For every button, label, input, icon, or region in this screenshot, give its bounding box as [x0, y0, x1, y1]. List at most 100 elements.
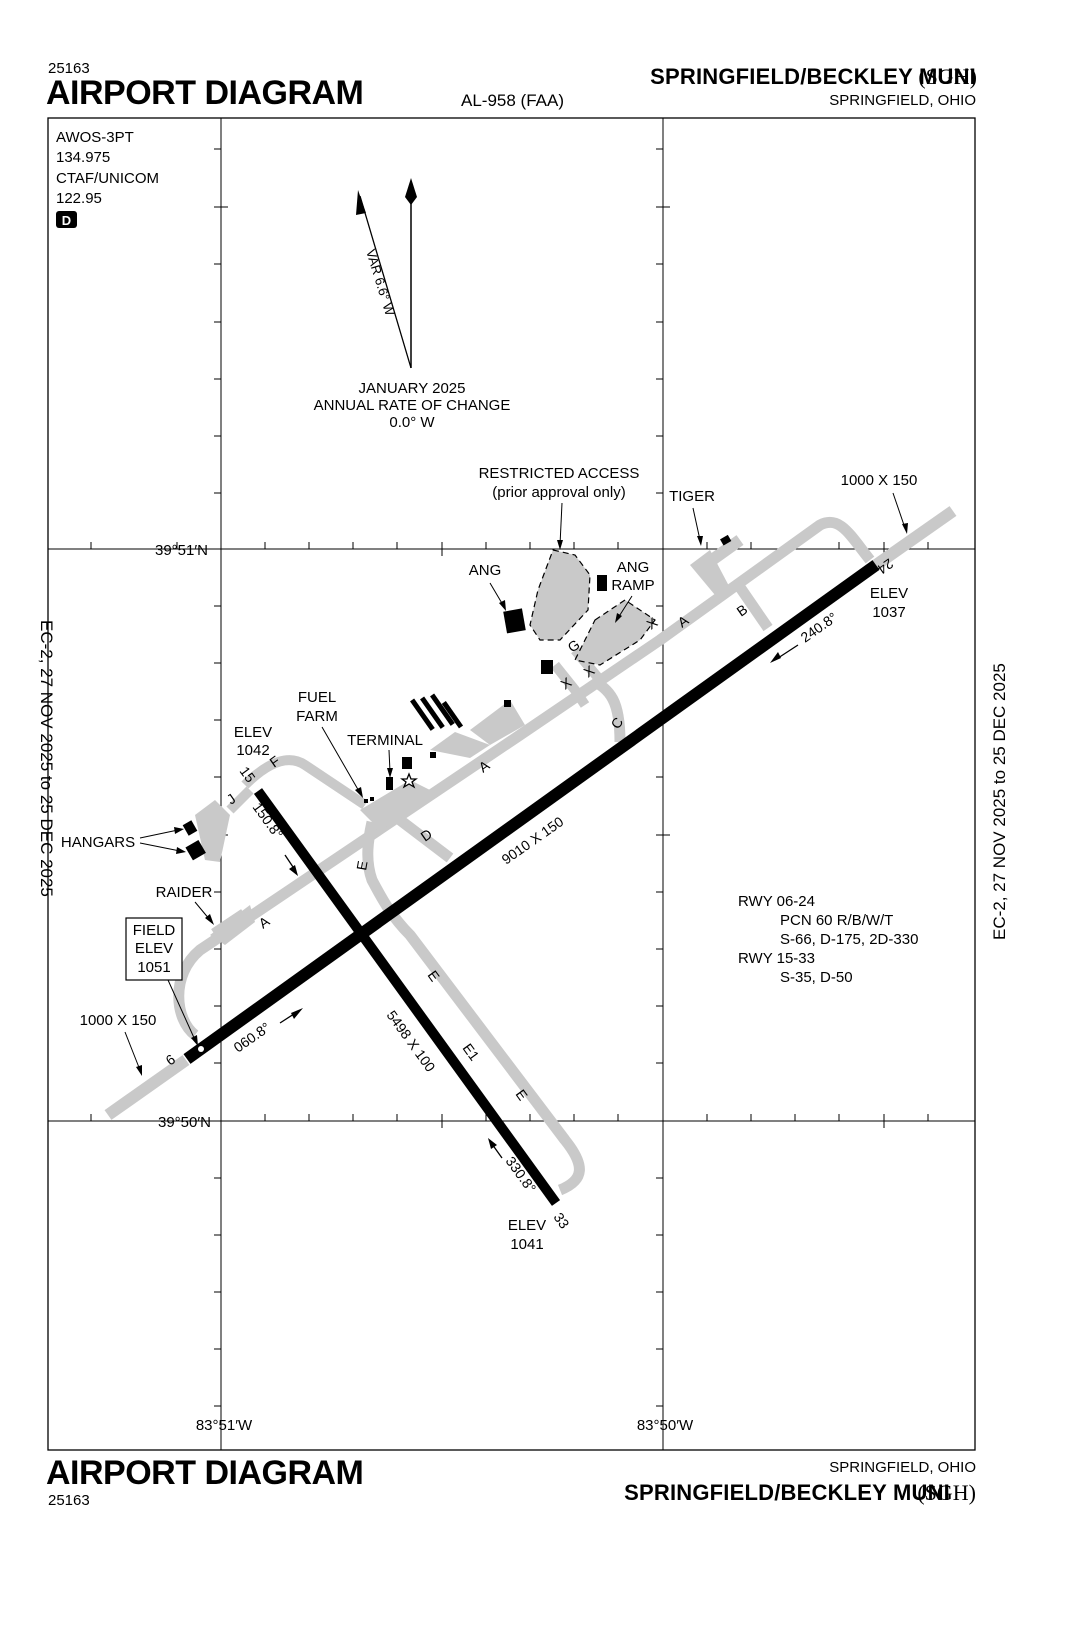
- elev-24-value: 1037: [872, 604, 905, 621]
- elev-15-value: 1042: [236, 742, 269, 759]
- runway-end-33: 33: [551, 1210, 573, 1232]
- aprons: [195, 549, 730, 945]
- ang-ramp-label: ANG: [617, 559, 650, 576]
- lat-label-north: 39°51′N: [155, 542, 208, 559]
- taxiway-c: [589, 675, 626, 743]
- overrun-6-dimensions: 1000 X 150: [80, 1012, 157, 1029]
- runway-06-24: [183, 560, 880, 1064]
- restricted-leader: [559, 502, 563, 546]
- raider-apron: [210, 905, 255, 945]
- lon-label-east: 83°50′W: [637, 1417, 694, 1434]
- tiger-apron: [690, 550, 730, 595]
- ctaf-frequency: 122.95: [56, 190, 102, 207]
- footer-airport-name: SPRINGFIELD/BECKLEY MUNI: [624, 1480, 950, 1505]
- t-hangar-2: [420, 696, 445, 729]
- field-elev-value: 1051: [137, 959, 170, 976]
- awos-label: AWOS-3PT: [56, 129, 134, 146]
- beacon-star-icon: [400, 772, 418, 789]
- t-hangar-1: [410, 698, 435, 731]
- magnetic-north-arrow-icon: [356, 190, 412, 369]
- fuel-farm-label-2: FARM: [296, 708, 338, 725]
- variation-label: VAR 6.6° W: [363, 247, 398, 318]
- runway-15-33-dimensions: 5498 X 100: [384, 1007, 439, 1075]
- terminal-building: [402, 757, 412, 769]
- small-building: [504, 700, 511, 707]
- restricted-access-note: (prior approval only): [492, 484, 625, 501]
- terminal-building-2: [386, 777, 393, 790]
- ramp-apron-center: [470, 700, 525, 745]
- ang-ramp-apron: [574, 599, 656, 666]
- runways: [183, 560, 880, 1206]
- buildings: [182, 534, 732, 861]
- rwy-15-33-title: RWY 15-33: [738, 950, 815, 967]
- taxiway-label-e-south: E: [513, 1086, 531, 1103]
- volume-number: 25163: [48, 60, 90, 77]
- airspace-class-letter: D: [62, 213, 71, 228]
- field-elev-marker-icon: [198, 1046, 204, 1052]
- field-elev-label: FIELD: [133, 922, 176, 939]
- heading-060-arrowhead: [291, 1008, 303, 1019]
- airport-ident: (SGH): [918, 64, 977, 89]
- footer-title: AIRPORT DIAGRAM: [46, 1454, 364, 1492]
- taxiway-label-e1: E1: [460, 1040, 483, 1063]
- elev-33-value: 1041: [510, 1236, 543, 1253]
- lat-label-south: 39°50′N: [158, 1114, 211, 1131]
- hangar-building-2: [185, 839, 206, 861]
- variation-rate-label: ANNUAL RATE OF CHANGE: [314, 397, 511, 414]
- overrun-6: [104, 1055, 190, 1120]
- footer-volume: 25163: [48, 1492, 90, 1509]
- fuel-farm-tank: [364, 799, 368, 803]
- tiger-label: TIGER: [669, 488, 715, 505]
- ang-leader: [489, 582, 504, 606]
- ang-ramp-building-2: [541, 660, 553, 674]
- tiger-building: [720, 534, 732, 546]
- heading-240-arrowhead: [770, 652, 781, 663]
- north-arrow-icon: [405, 178, 417, 368]
- heading-150-arrowhead: [289, 865, 298, 876]
- grid-ticks: [90, 148, 929, 1407]
- taxiway-j: [226, 786, 254, 814]
- taxiway-b: [730, 576, 773, 632]
- ctaf-label: CTAF/UNICOM: [56, 170, 159, 187]
- fuel-farm-label: FUEL: [298, 689, 336, 706]
- taxiway-e: [362, 820, 585, 1196]
- tiger-leader: [692, 507, 701, 541]
- terminal-label: TERMINAL: [347, 732, 423, 749]
- restricted-access-label: RESTRICTED ACCESS: [479, 465, 640, 482]
- footer-airport-ident: (SGH): [917, 1480, 976, 1505]
- lon-label-west: 83°51′W: [196, 1417, 253, 1434]
- taxiway-a: [173, 517, 875, 1040]
- hangar-apron: [195, 800, 230, 862]
- overrun-6-leader: [124, 1031, 141, 1071]
- ang-restricted-apron: [529, 549, 591, 641]
- hangars-label: HANGARS: [61, 834, 135, 851]
- procedure-number: AL-958 (FAA): [461, 91, 564, 110]
- ang-ramp-label-2: RAMP: [611, 577, 654, 594]
- t-hangar-3: [430, 693, 455, 726]
- hangars-leader-2: [139, 842, 181, 852]
- page-title: AIRPORT DIAGRAM: [46, 74, 364, 112]
- variation-rate: 0.0° W: [389, 414, 435, 431]
- overrun-24: [872, 506, 957, 570]
- airspace-class-badge: [56, 211, 77, 228]
- rwy-06-24-pcn: PCN 60 R/B/W/T: [780, 912, 893, 929]
- airport-name: SPRINGFIELD/BECKLEY MUNI: [650, 64, 976, 89]
- awos-frequency: 134.975: [56, 149, 110, 166]
- diagram-frame: [47, 117, 976, 1451]
- runway-end-15: 15: [237, 763, 259, 785]
- overrun-24-leader: [892, 492, 906, 529]
- raider-label: RAIDER: [156, 884, 213, 901]
- rwy-06-24-weights: S-66, D-175, 2D-330: [780, 931, 918, 948]
- city-state: SPRINGFIELD, OHIO: [829, 92, 976, 109]
- heading-330-arrowhead: [488, 1138, 497, 1149]
- rwy-06-24-title: RWY 06-24: [738, 893, 815, 910]
- ang-ramp-building: [597, 575, 607, 591]
- ang-building: [503, 608, 526, 634]
- field-elev-label-2: ELEV: [135, 940, 173, 957]
- field-elev-box: [125, 917, 183, 981]
- rwy-15-33-weights: S-35, D-50: [780, 969, 853, 986]
- fuel-farm-tank-2: [370, 797, 374, 801]
- ramp-apron-2: [430, 732, 490, 758]
- taxiway-label-a-west: A: [256, 913, 273, 932]
